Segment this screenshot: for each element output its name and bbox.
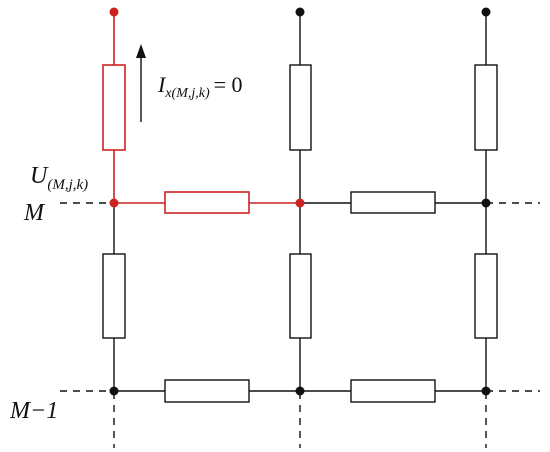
node-m-col3 — [481, 198, 491, 208]
resistor-row-m-right — [350, 191, 436, 214]
resistor-col1-upper-red — [102, 64, 126, 151]
node-m1-col3 — [481, 386, 491, 396]
current-label: Ix(M,j,k) = 0 — [157, 72, 243, 101]
current-symbol: I — [157, 72, 167, 97]
row-label-m-minus-1: M−1 — [9, 398, 58, 424]
black-resistors — [102, 64, 498, 403]
node-m-col1 — [109, 198, 119, 208]
resistor-row-m1-left — [164, 379, 250, 403]
resistor-col2-upper — [289, 64, 312, 151]
node-col3-top — [481, 7, 491, 17]
row-label-m: M — [23, 200, 46, 226]
voltage-subscript: (M,j,k) — [47, 177, 88, 193]
nodes — [109, 7, 491, 396]
node-col2-top — [295, 7, 305, 17]
voltage-label: U(M,j,k) — [30, 163, 88, 193]
resistor-row-m-left-red — [164, 191, 250, 214]
node-col1-top — [109, 7, 119, 17]
highlighted-path — [102, 12, 300, 214]
current-arrow-head — [136, 44, 146, 58]
node-m1-col1 — [109, 386, 119, 396]
resistor-col2-lower — [289, 253, 312, 339]
dashed-extensions — [60, 202, 540, 448]
black-wires — [113, 12, 487, 392]
node-m1-col2 — [295, 386, 305, 396]
current-arrow — [136, 44, 146, 122]
resistor-col3-upper — [474, 64, 498, 151]
current-subscript: x(M,j,k) — [164, 86, 210, 101]
voltage-symbol: U — [30, 163, 49, 189]
current-value: = 0 — [214, 72, 243, 97]
resistor-col1-lower — [102, 253, 126, 339]
resistor-col3-lower — [474, 253, 498, 339]
node-m-col2 — [295, 198, 305, 208]
resistor-row-m1-right — [350, 379, 436, 403]
